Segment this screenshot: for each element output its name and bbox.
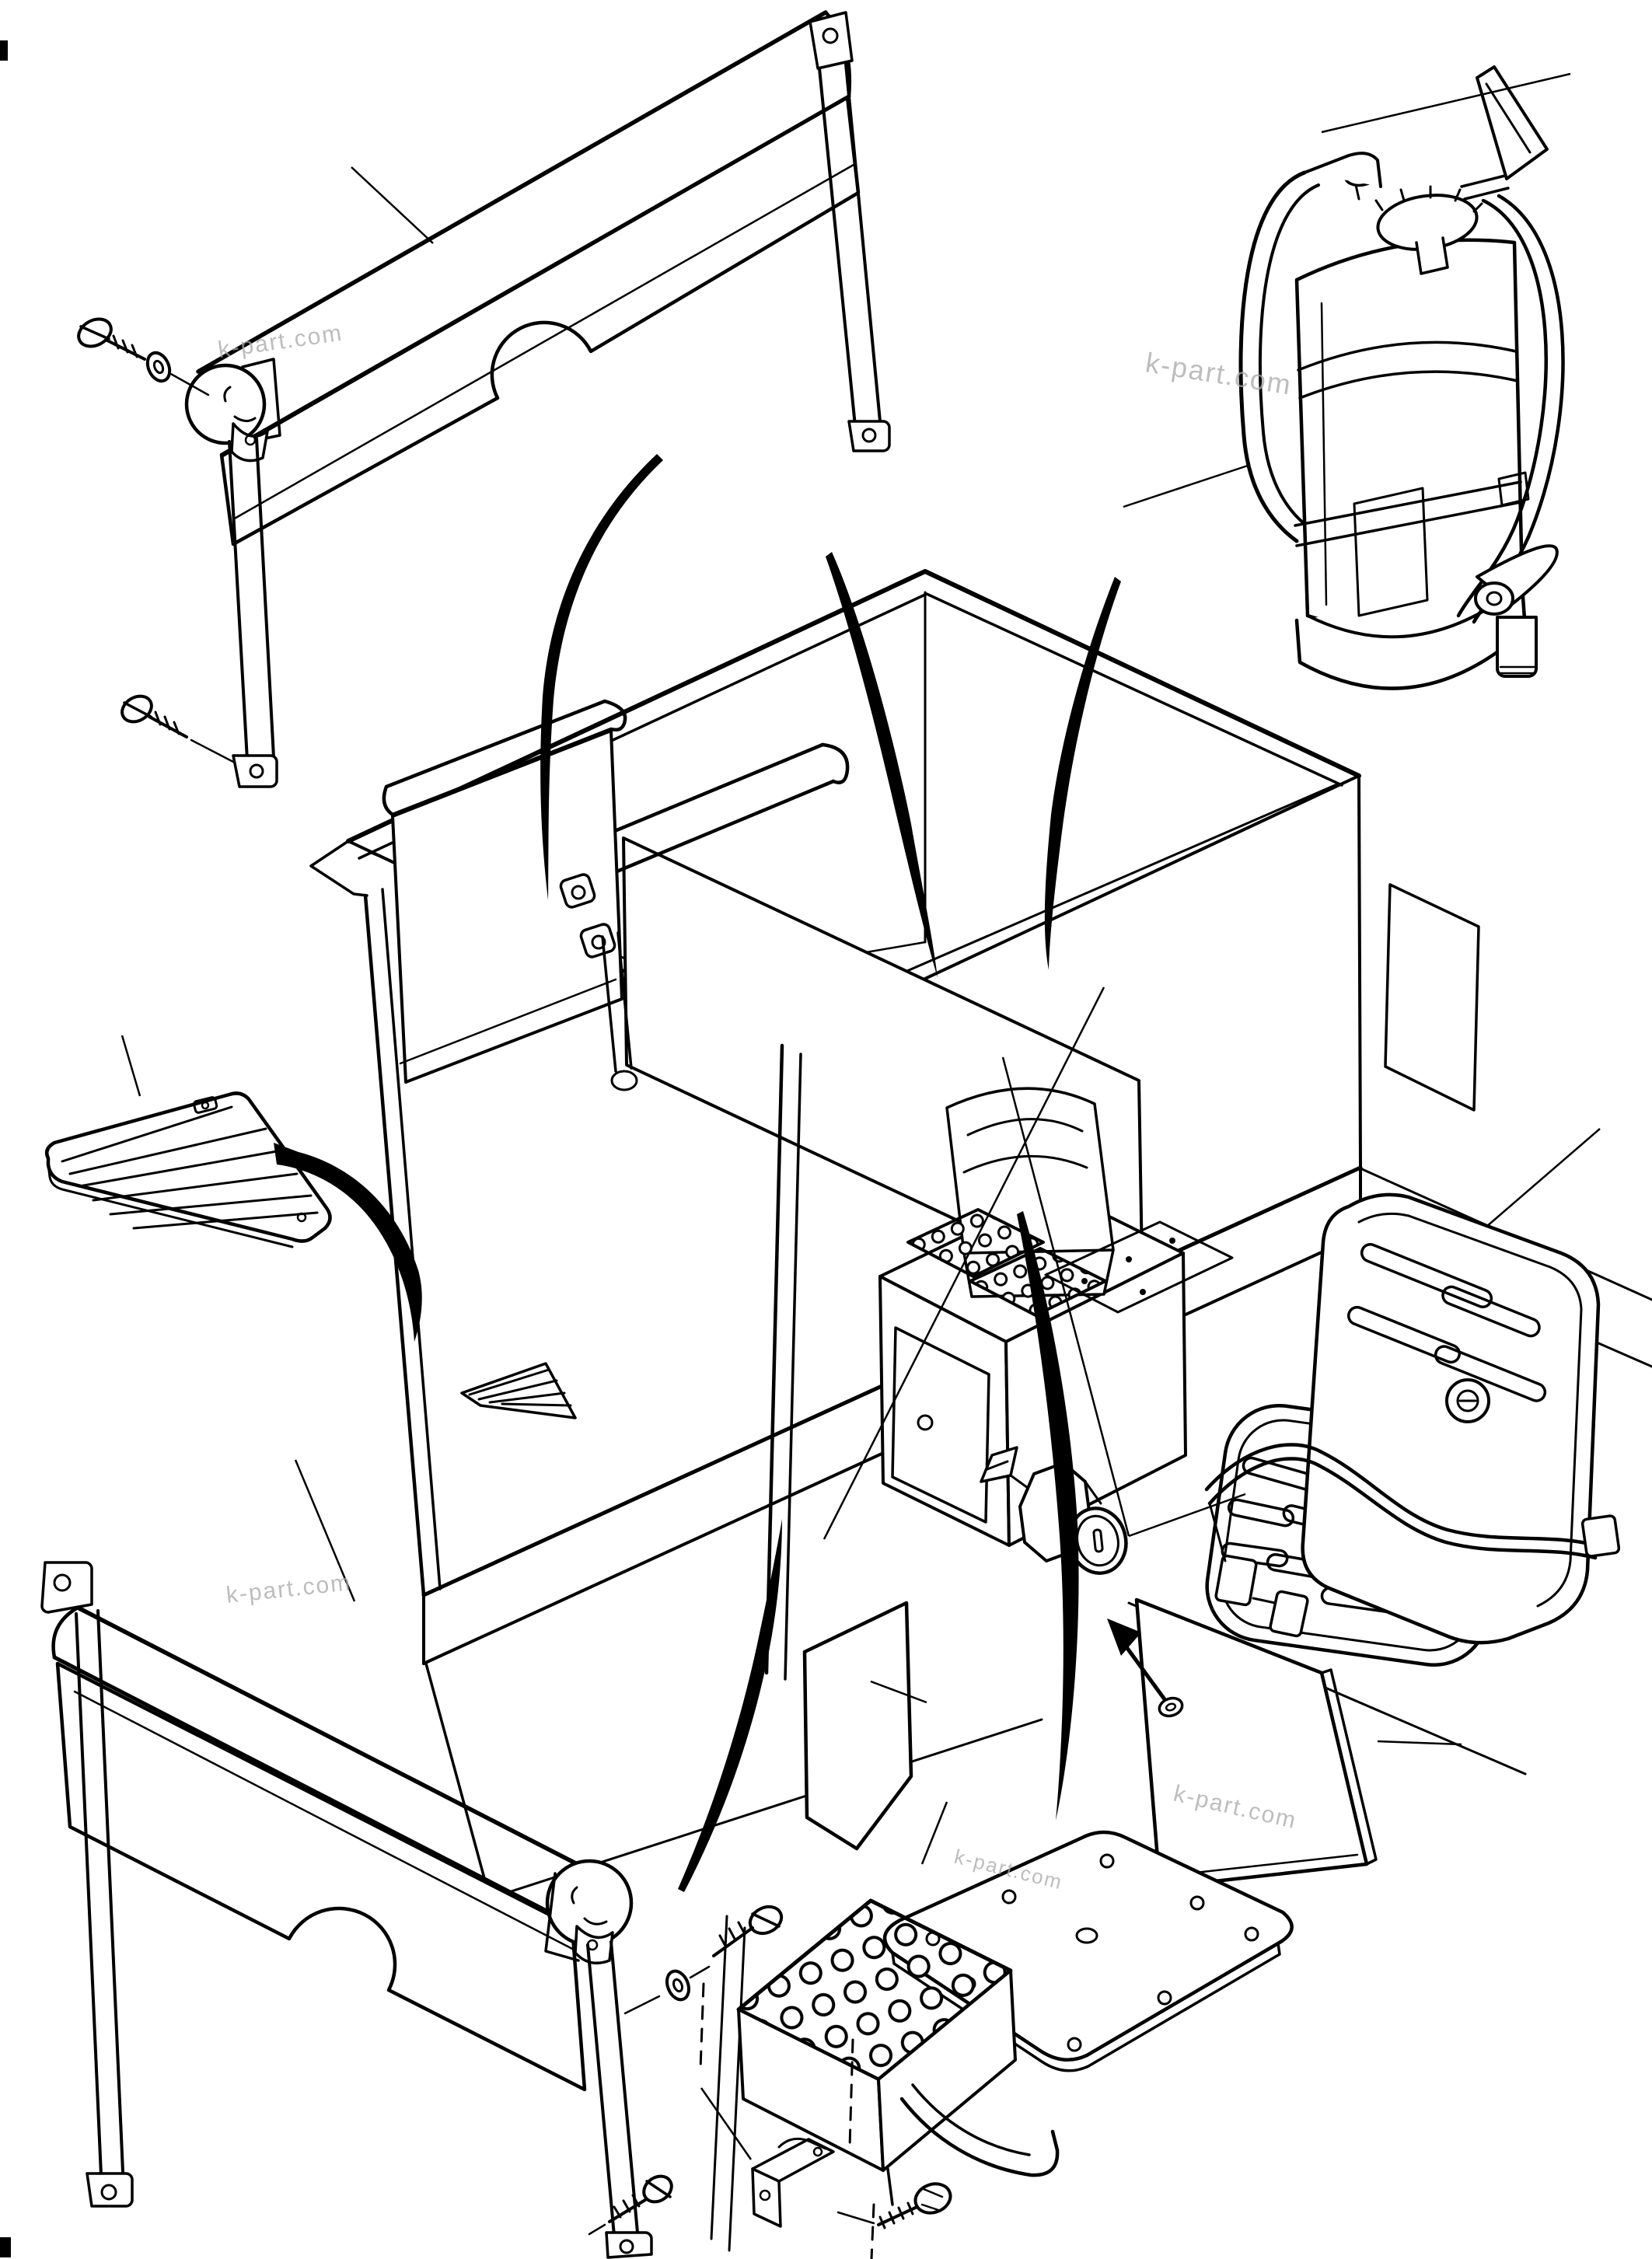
assembly-arrow (1017, 1211, 1079, 1821)
cover-panel (1134, 1597, 1378, 1890)
mounting-strap (1238, 170, 1307, 543)
installed-curtain-roller (382, 699, 638, 1091)
leader-line (1377, 1740, 1462, 1746)
leader-line (294, 1459, 356, 1602)
leader-line (351, 166, 434, 244)
curtain-side-rail-left (40, 1561, 134, 2208)
slotted-screw (120, 694, 235, 763)
grommet-hole (1158, 1696, 1184, 1718)
installed-curtain-rail (601, 931, 633, 1073)
alignment-dashes (699, 1982, 875, 2259)
assembly-arrow (1044, 577, 1121, 970)
side-window-opening (1384, 883, 1480, 1112)
keyway-icon (1092, 1528, 1104, 1553)
curtain-fabric (219, 95, 861, 546)
assembly-arrows (274, 454, 1121, 1892)
curtain-side-rail-right (809, 11, 891, 452)
leader-line (120, 1035, 141, 1097)
leader-line (1128, 1493, 1246, 1538)
curtain-roller (196, 10, 828, 374)
leader-line (700, 2087, 753, 2160)
extinguisher-label (1353, 487, 1429, 617)
leader-line (920, 1801, 948, 1865)
leader-line (1123, 463, 1251, 508)
curtain-fabric (55, 1661, 587, 2092)
seat-strap (1204, 1443, 1621, 1638)
perforated-step-assembly (699, 1898, 1060, 2259)
leader-line (870, 1680, 927, 1704)
leader-line (1001, 1056, 1130, 1537)
washer (145, 351, 172, 383)
edge-tick-icon (0, 40, 8, 61)
seat-backrest (1301, 1192, 1601, 1645)
leader-line (1486, 1128, 1601, 1227)
support-leg (899, 2097, 1060, 2177)
leader-line (823, 986, 1105, 1540)
edge-tick-icon (0, 2237, 11, 2257)
mounting-bracket (751, 2137, 835, 2228)
blank-sheet (802, 1601, 913, 1851)
hex-bolt (836, 2182, 952, 2229)
operator-seat (1204, 1192, 1621, 1667)
slotted-screw (712, 1905, 784, 1957)
slotted-screw (77, 317, 146, 361)
fire-extinguisher (1238, 65, 1565, 690)
lock-cylinder (980, 1446, 1128, 1575)
screw-axis-line (168, 372, 210, 396)
upper-curtain-assembly (77, 10, 891, 788)
corner-step-installed (460, 1362, 577, 1419)
locker-door (891, 1326, 990, 1524)
washer (665, 1969, 690, 2002)
assembly-arrow (826, 552, 938, 978)
squeeze-lever (1474, 544, 1559, 678)
keyhole-icon (917, 1414, 934, 1431)
slotted-screw (588, 2174, 673, 2236)
lower-curtain-assembly (40, 1561, 784, 2259)
leader-lines (120, 72, 1601, 2160)
screw-axis-line (623, 1965, 711, 2015)
install-arrow (1107, 1618, 1167, 1701)
curtain-roller (75, 1605, 595, 1874)
curtain-side-rail-right (586, 1940, 653, 2259)
backrest-slots (1346, 1243, 1547, 1402)
leader-line (1321, 72, 1571, 134)
triangular-step-plate (45, 1091, 332, 1248)
nozzle-flag (1460, 65, 1549, 201)
assembly-arrow (274, 1143, 422, 1342)
curtain-end-bracket (544, 1859, 634, 1965)
curtain-side-rail-left (228, 437, 275, 762)
